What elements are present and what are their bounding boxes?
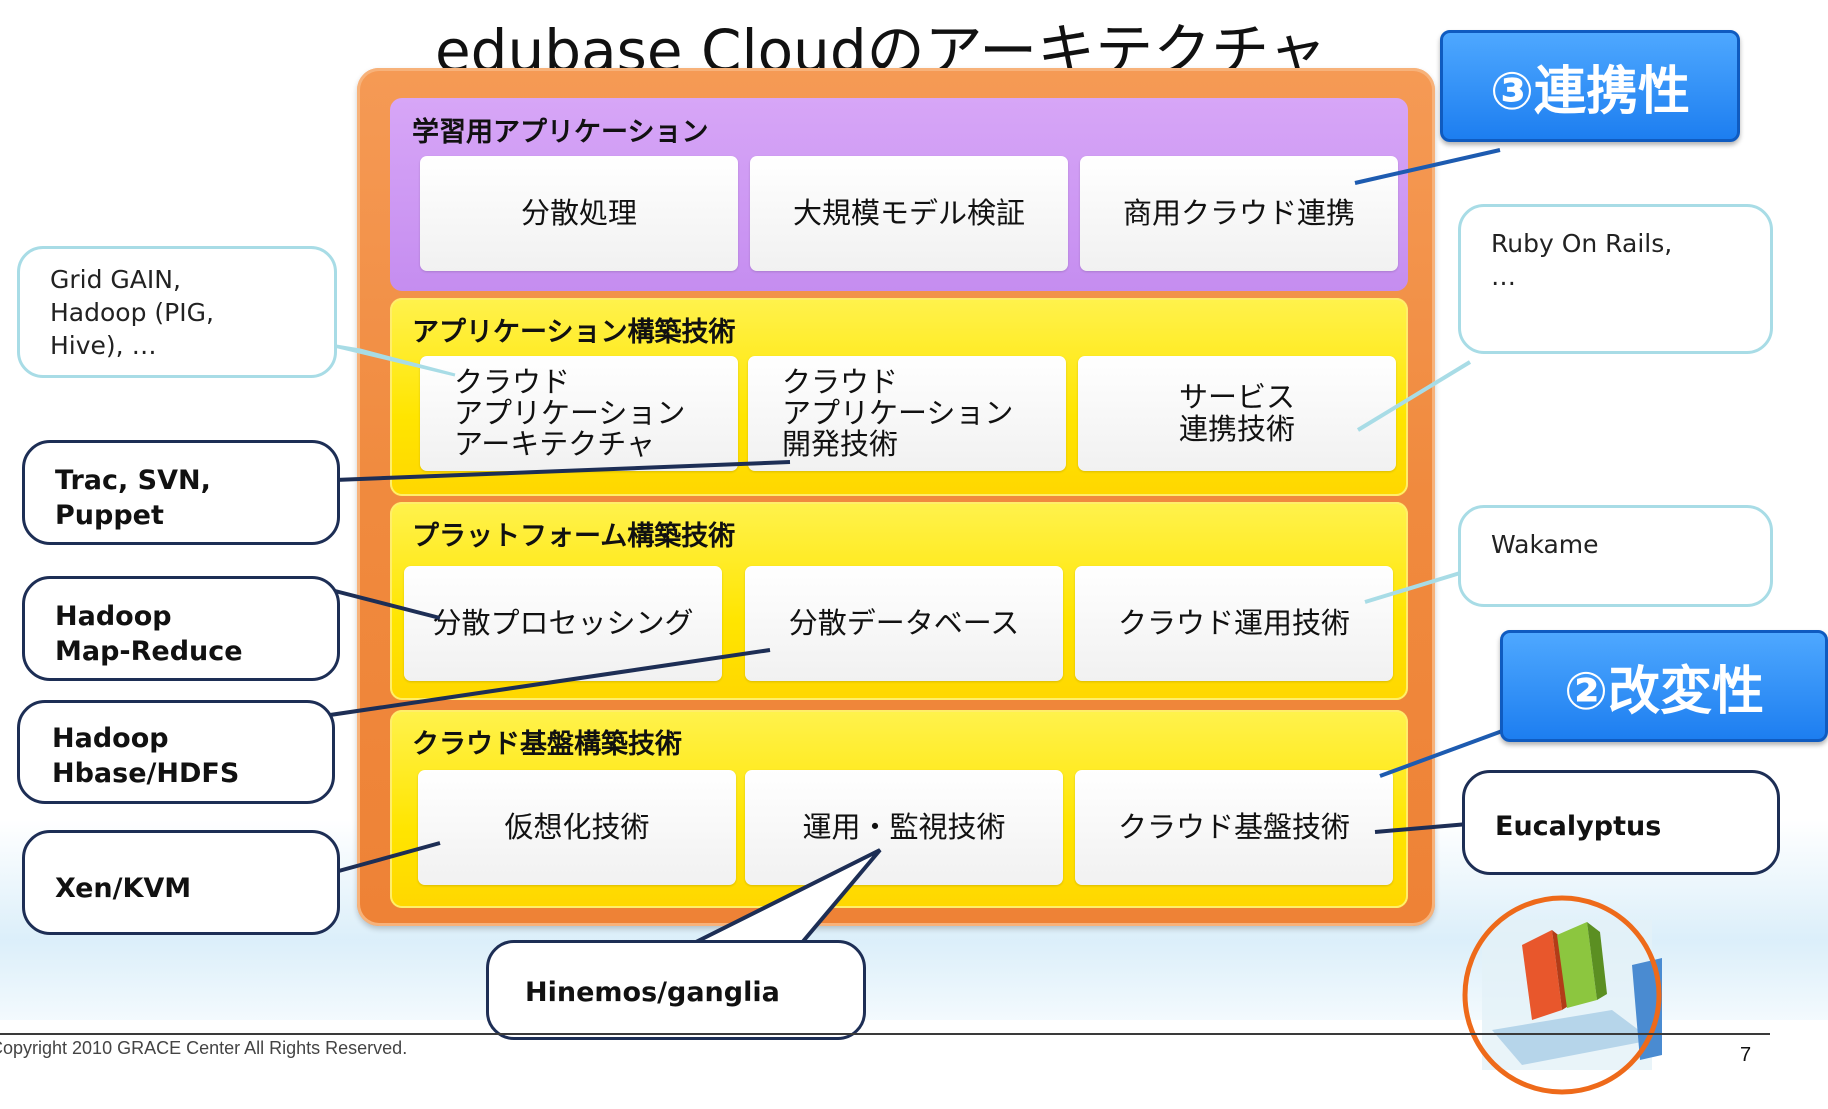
box-hadoop-mapreduce: Hadoop Map-Reduce — [22, 576, 340, 681]
layer-label: アプリケーション構築技術 — [412, 317, 736, 348]
box-hinemos-ganglia: Hinemos/ganglia — [486, 940, 866, 1040]
cell-virtualization: 仮想化技術 — [418, 770, 736, 885]
copyright-text: Copyright 2010 GRACE Center All Rights R… — [0, 1038, 408, 1058]
cell-commercial-cloud: 商用クラウド連携 — [1080, 156, 1398, 271]
box-eucalyptus: Eucalyptus — [1462, 770, 1780, 875]
box-hadoop-hbase: Hadoop Hbase/HDFS — [17, 700, 335, 804]
cell-distributed-database: 分散データベース — [745, 566, 1063, 681]
box-xen-kvm: Xen/KVM — [22, 830, 340, 935]
cell-distributed-processing-platform: 分散プロセッシング — [404, 566, 722, 681]
box-trac-svn-puppet: Trac, SVN, Puppet — [22, 440, 340, 545]
layer-platform-construction: プラットフォーム構築技術 分散プロセッシング 分散データベース クラウド運用技術 — [390, 502, 1408, 700]
layer-learning-apps: 学習用アプリケーション 分散処理 大規模モデル検証 商用クラウド連携 — [390, 98, 1408, 291]
bubble-wakame: Wakame — [1458, 505, 1773, 607]
cell-service-integration: サービス 連携技術 — [1078, 356, 1396, 471]
layer-cloud-infrastructure: クラウド基盤構築技術 仮想化技術 運用・監視技術 クラウド基盤技術 — [390, 710, 1408, 908]
cell-large-scale-model: 大規模モデル検証 — [750, 156, 1068, 271]
layer-label: 学習用アプリケーション — [412, 117, 709, 148]
layer-app-construction: アプリケーション構築技術 クラウド アプリケーション アーキテクチャ クラウド … — [390, 298, 1408, 496]
callout-modifiability: ②改変性 — [1500, 630, 1828, 742]
cell-operations-monitoring: 運用・監視技術 — [745, 770, 1063, 885]
edubase-logo — [1462, 895, 1662, 1095]
cell-cloud-app-development: クラウド アプリケーション 開発技術 — [748, 356, 1066, 471]
bubble-gridgain: Grid GAIN, Hadoop (PIG, Hive), … — [17, 246, 337, 378]
cell-cloud-infrastructure-tech: クラウド基盤技術 — [1075, 770, 1393, 885]
cell-cloud-operations: クラウド運用技術 — [1075, 566, 1393, 681]
cell-cloud-app-architecture: クラウド アプリケーション アーキテクチャ — [420, 356, 738, 471]
callout-collaboration: ③連携性 — [1440, 30, 1740, 142]
footer-divider — [0, 1033, 1770, 1035]
bubble-rails: Ruby On Rails, … — [1458, 204, 1773, 354]
layer-label: クラウド基盤構築技術 — [412, 729, 682, 760]
layer-label: プラットフォーム構築技術 — [412, 521, 736, 552]
page-number: 7 — [1740, 1044, 1752, 1066]
cell-distributed-processing: 分散処理 — [420, 156, 738, 271]
